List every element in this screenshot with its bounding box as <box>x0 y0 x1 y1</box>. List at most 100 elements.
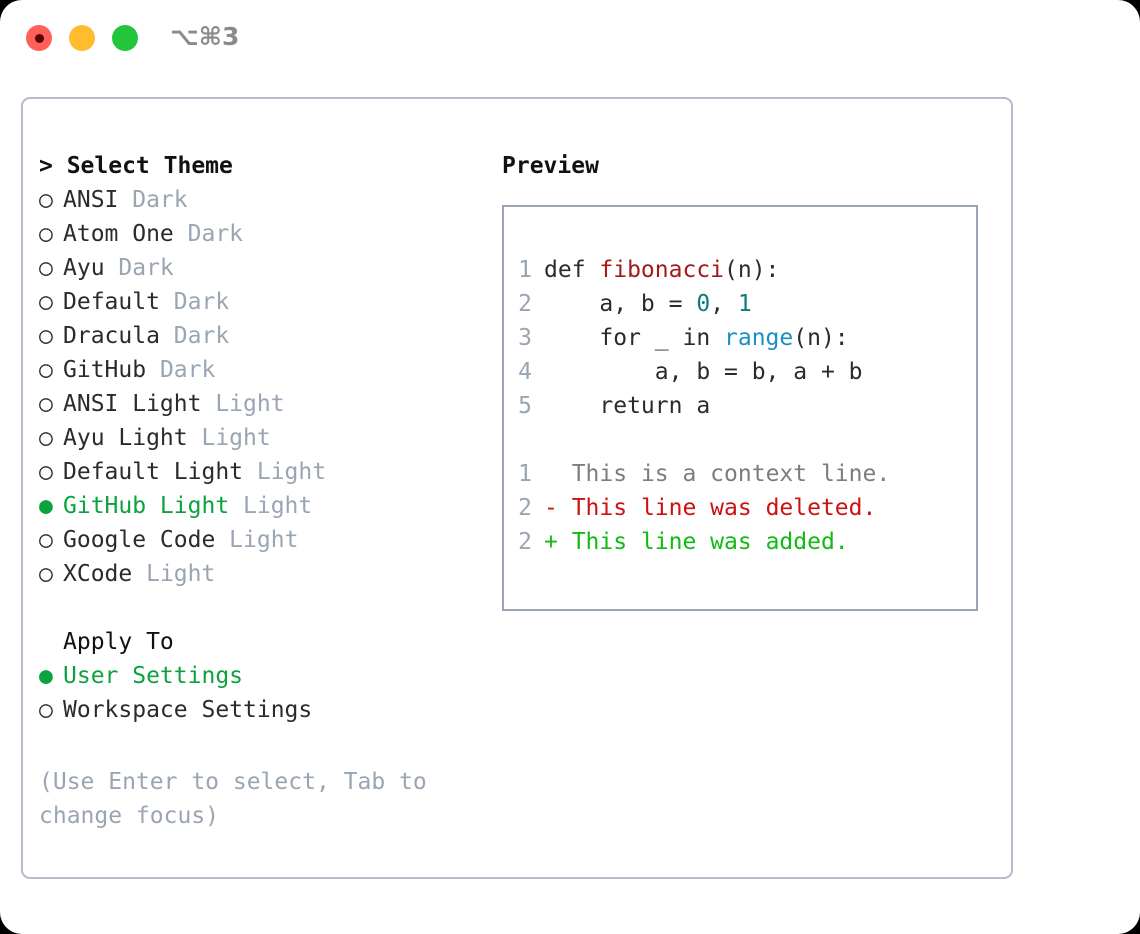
theme-option-github[interactable]: ○ GitHub Dark <box>39 353 479 387</box>
theme-option-google-code[interactable]: ○ Google Code Light <box>39 523 479 557</box>
theme-option-github-light[interactable]: ● GitHub Light Light <box>39 489 479 523</box>
theme-variant-badge: Dark <box>173 221 244 247</box>
window-controls <box>26 25 138 51</box>
theme-variant-badge: Light <box>201 391 285 417</box>
radio-unselected-icon: ○ <box>39 697 53 723</box>
keyboard-shortcut-label: ⌥⌘3 <box>170 22 240 51</box>
theme-variant-badge: Dark <box>118 187 188 213</box>
theme-option-default[interactable]: ○ Default Dark <box>39 285 479 319</box>
apply-to-option-workspace-settings[interactable]: ○ Workspace Settings <box>39 693 479 727</box>
theme-option-ansi[interactable]: ○ANSI Dark <box>39 183 479 217</box>
theme-option-label: Google Code <box>63 527 216 553</box>
theme-variant-badge: Light <box>187 425 271 451</box>
keyboard-hint-text: (Use Enter to select, Tab to change focu… <box>39 769 427 829</box>
radio-selected-icon: ● <box>39 493 53 519</box>
radio-unselected-icon: ○ <box>39 459 53 485</box>
diff-marker: - <box>544 495 558 521</box>
close-button[interactable] <box>26 25 52 51</box>
theme-option-label: GitHub <box>63 357 147 383</box>
diff-line-context: 1 This is a context line. <box>518 457 972 491</box>
theme-option-label: Ayu <box>63 255 105 281</box>
theme-option-label: Dracula <box>63 323 160 349</box>
apply-to-option-label: Workspace Settings <box>63 697 313 723</box>
line-number: 2 <box>518 495 532 521</box>
radio-unselected-icon: ○ <box>39 391 53 417</box>
code-token-plain: (n): <box>724 257 780 283</box>
line-number: 2 <box>518 291 532 317</box>
radio-unselected-icon: ○ <box>39 357 53 383</box>
diff-line-deleted: 2- This line was deleted. <box>518 491 972 525</box>
code-token-plain: return a <box>544 393 711 419</box>
line-number: 1 <box>518 257 532 283</box>
theme-option-dracula[interactable]: ○ Dracula Dark <box>39 319 479 353</box>
code-token-plain: (n): <box>793 325 849 351</box>
theme-option-label: Atom One <box>63 221 174 247</box>
theme-variant-badge: Light <box>243 459 327 485</box>
apply-to-option-user-settings[interactable]: ●User Settings <box>39 659 479 693</box>
theme-option-label: ANSI <box>63 187 119 213</box>
radio-unselected-icon: ○ <box>39 289 53 315</box>
diff-marker <box>544 461 558 487</box>
theme-option-default-light[interactable]: ○Default Light Light <box>39 455 479 489</box>
diff-text: This line was deleted. <box>557 495 877 521</box>
spacer <box>518 423 972 457</box>
theme-variant-badge: Light <box>132 561 216 587</box>
line-number: 1 <box>518 461 532 487</box>
maximize-button[interactable] <box>112 25 138 51</box>
line-number: 2 <box>518 529 532 555</box>
select-theme-heading: > Select Theme <box>39 153 233 179</box>
code-token-num: 0 <box>696 291 711 317</box>
theme-variant-badge: Dark <box>159 323 230 349</box>
code-token-builtin: range <box>724 325 794 351</box>
theme-option-label: XCode <box>63 561 133 587</box>
code-line: 4 a, b = b, a + b <box>518 355 972 389</box>
radio-unselected-icon: ○ <box>39 425 53 451</box>
main-panel: > Select Theme ○ANSI Dark○Atom One Dark○… <box>21 97 1013 879</box>
code-line: 5 return a <box>518 389 972 423</box>
spacer <box>39 591 479 625</box>
preview-heading: Preview <box>502 153 599 179</box>
theme-option-ayu-light[interactable]: ○Ayu Light Light <box>39 421 479 455</box>
radio-selected-icon: ● <box>39 663 53 689</box>
theme-variant-badge: Light <box>215 527 299 553</box>
minimize-button[interactable] <box>69 25 95 51</box>
diff-snippet: 1 This is a context line.2- This line wa… <box>518 457 972 559</box>
code-token-plain: a, b = b, a + b <box>544 359 863 385</box>
diff-line-added: 2 + This line was added. <box>518 525 972 559</box>
diff-text: This is a context line. <box>557 461 891 487</box>
apply-to-option-list[interactable]: ●User Settings ○ Workspace Settings <box>39 659 479 727</box>
theme-variant-badge: Dark <box>159 289 230 315</box>
theme-option-ayu[interactable]: ○Ayu Dark <box>39 251 479 285</box>
code-token-plain: def <box>544 257 600 283</box>
radio-unselected-icon: ○ <box>39 323 53 349</box>
radio-unselected-icon: ○ <box>39 527 53 553</box>
theme-option-atom-one[interactable]: ○ Atom One Dark <box>39 217 479 251</box>
line-number: 5 <box>518 393 532 419</box>
radio-unselected-icon: ○ <box>39 561 53 587</box>
line-number: 4 <box>518 359 532 385</box>
line-number: 3 <box>518 325 532 351</box>
code-token-plain: , <box>710 291 738 317</box>
code-token-plain: a, b = <box>544 291 697 317</box>
theme-option-xcode[interactable]: ○ XCode Light <box>39 557 479 591</box>
theme-option-label: GitHub Light <box>63 493 230 519</box>
code-line: 3 for _ in range(n): <box>518 321 972 355</box>
radio-unselected-icon: ○ <box>39 221 53 247</box>
theme-option-label: Default <box>63 289 160 315</box>
theme-selector-column: > Select Theme ○ANSI Dark○Atom One Dark○… <box>39 149 479 833</box>
code-token-num: 1 <box>737 291 752 317</box>
theme-variant-badge: Dark <box>104 255 174 281</box>
theme-variant-badge: Light <box>229 493 313 519</box>
theme-variant-badge: Dark <box>146 357 216 383</box>
theme-option-ansi-light[interactable]: ○ANSI Light Light <box>39 387 479 421</box>
diff-marker: + <box>544 529 558 555</box>
title-bar: ⌥⌘3 <box>0 0 1140 78</box>
theme-option-list[interactable]: ○ANSI Dark○Atom One Dark○Ayu Dark○Defaul… <box>39 183 479 591</box>
diff-text: This line was added. <box>557 529 849 555</box>
